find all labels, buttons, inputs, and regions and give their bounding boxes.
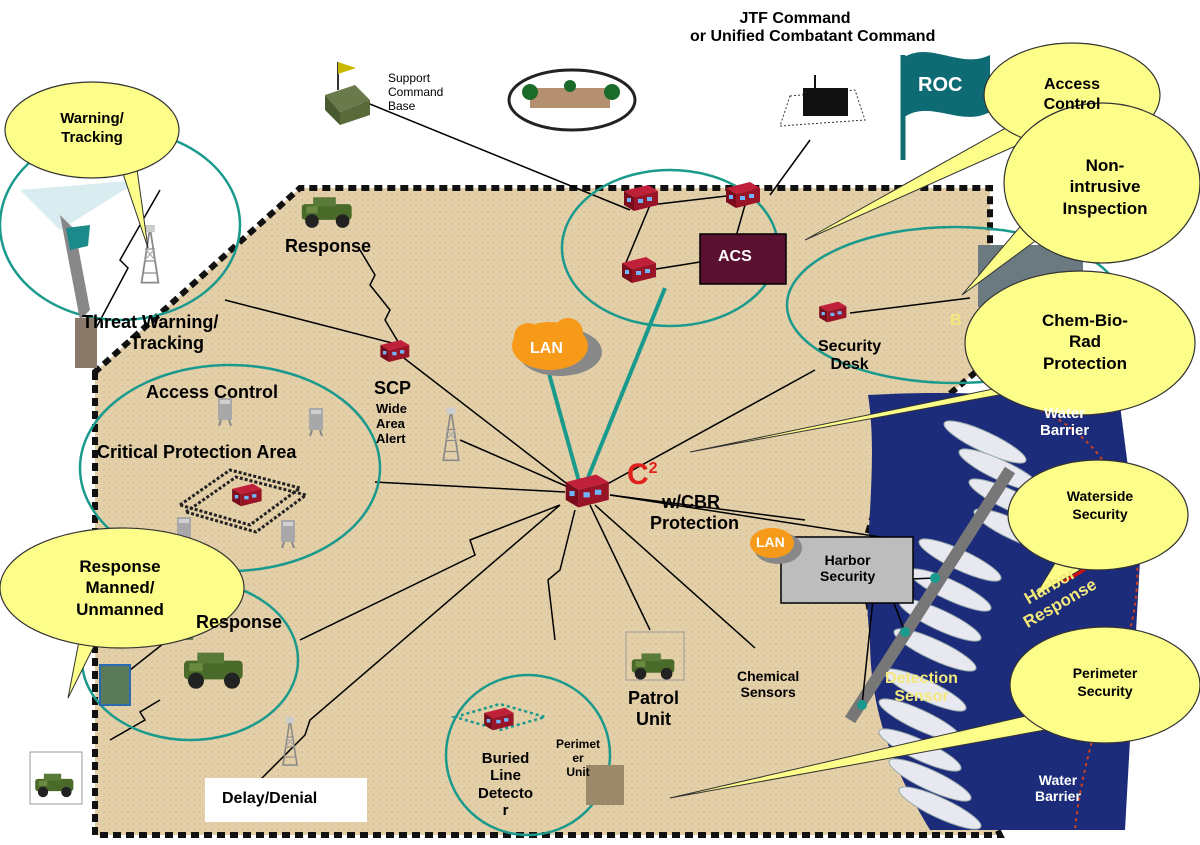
- callout-bubbles: [0, 42, 1200, 744]
- lan-link-main: [583, 287, 667, 486]
- critical-protection-label: Critical Protection Area: [97, 442, 297, 462]
- base-ground: [92, 185, 1005, 838]
- boats: [878, 420, 1057, 830]
- threat-warning-label: Threat Warning/Tracking: [82, 312, 219, 353]
- wireless-links: [94, 189, 576, 781]
- access-control-label: Access Control: [146, 382, 279, 402]
- lan-cloud-harbor: [750, 528, 802, 564]
- b-partial-label: B: [950, 312, 962, 329]
- scp-label: SCP: [374, 378, 412, 398]
- roc-flag: [900, 52, 990, 160]
- perimeter-unit-photo: [586, 765, 624, 805]
- callout-warning-tracking: Warning/Tracking: [60, 110, 124, 146]
- delay-denial-label: Delay/Denial: [222, 790, 318, 807]
- water-barrier-line: [1039, 409, 1139, 831]
- radar-beam-2: [60, 215, 90, 320]
- acs-label: ACS: [718, 248, 752, 265]
- lan-label: LAN: [530, 340, 563, 357]
- radar-beam: [20, 180, 140, 230]
- lan-harbor-label: LAN: [756, 534, 785, 550]
- response-top-label: Response: [285, 236, 372, 256]
- sensor-dots: [857, 573, 940, 710]
- critical-area-fence: [176, 468, 310, 534]
- pier: [844, 466, 1016, 724]
- roc-label: ROC: [918, 74, 963, 96]
- patrol-photo-frame: [625, 631, 685, 681]
- network-lines: [224, 99, 971, 706]
- lan-link-left: [546, 369, 582, 486]
- acs-box: [699, 233, 787, 285]
- c2-symbol: C2: [627, 458, 658, 491]
- support-base-icon: [325, 62, 370, 125]
- delay-denial-box: [205, 778, 367, 822]
- jtf-building-icon: [779, 75, 866, 127]
- harbor-security-box: [780, 536, 914, 604]
- lan-cloud-main: [512, 318, 602, 376]
- response-left-label: Response: [196, 612, 283, 632]
